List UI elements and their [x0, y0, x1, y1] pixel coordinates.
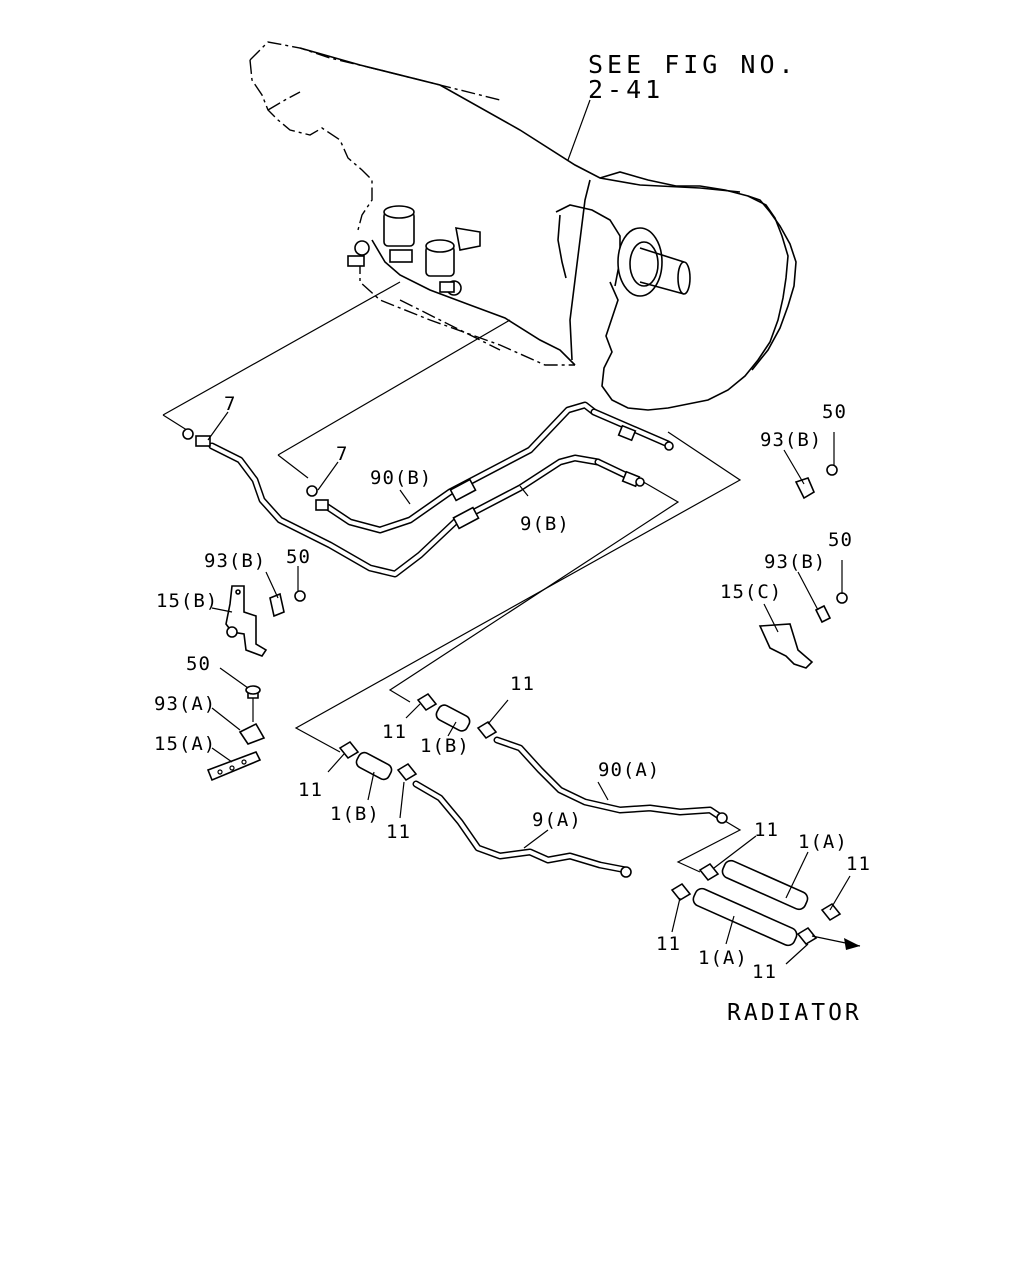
callout-11-h: 11 — [752, 961, 777, 983]
callout-93a: 93(A) — [154, 693, 216, 715]
callout-50-right-upper: 50 — [822, 401, 847, 423]
callout-9b: 9(B) — [520, 513, 570, 535]
callout-11-a: 11 — [382, 721, 407, 743]
assembly-outlines — [162, 281, 742, 873]
callout-11-b: 11 — [510, 673, 535, 695]
callout-15c: 15(C) — [720, 581, 782, 603]
callout-90b: 90(B) — [370, 467, 432, 489]
ref-note-line2: 2-41 — [588, 75, 664, 104]
callout-90a: 90(A) — [598, 759, 660, 781]
ref-note-line1: SEE FIG NO. — [588, 50, 798, 79]
callout-7-upper: 7 — [224, 393, 236, 415]
pipe-assembly-upper — [182, 401, 674, 578]
callout-50-left-lower: 50 — [186, 653, 211, 675]
callout-50-left-upper: 50 — [286, 546, 311, 568]
callout-11-e: 11 — [754, 819, 779, 841]
hoses-and-clamps — [338, 692, 861, 950]
transmission-assembly — [249, 41, 797, 411]
callout-11-f: 11 — [846, 853, 871, 875]
callout-93b-right-lower: 93(B) — [764, 551, 826, 573]
callout-1b-upper: 1(B) — [420, 735, 470, 757]
callout-50-right-lower: 50 — [828, 529, 853, 551]
callout-11-c: 11 — [298, 779, 323, 801]
callout-1b-lower: 1(B) — [330, 803, 380, 825]
pipe-assembly-lower — [412, 736, 728, 878]
radiator-label: RADIATOR — [727, 1000, 862, 1026]
callout-1a-lower: 1(A) — [698, 947, 748, 969]
callout-labels: 7 7 90(B) 9(B) 50 93(B) 50 93(B) 15(C) 9… — [154, 393, 871, 983]
callout-1a-upper: 1(A) — [798, 831, 848, 853]
figure-reference-note: SEE FIG NO. 2-41 — [588, 50, 798, 104]
callout-93b-left: 93(B) — [204, 550, 266, 572]
callout-11-g: 11 — [656, 933, 681, 955]
callout-7-lower: 7 — [336, 443, 348, 465]
callout-9a: 9(A) — [532, 809, 582, 831]
callout-11-d: 11 — [386, 821, 411, 843]
callout-93b-right-upper: 93(B) — [760, 429, 822, 451]
callout-15b: 15(B) — [156, 590, 218, 612]
leader-lines — [207, 411, 851, 965]
callout-15a: 15(A) — [154, 733, 216, 755]
brackets — [206, 464, 848, 782]
